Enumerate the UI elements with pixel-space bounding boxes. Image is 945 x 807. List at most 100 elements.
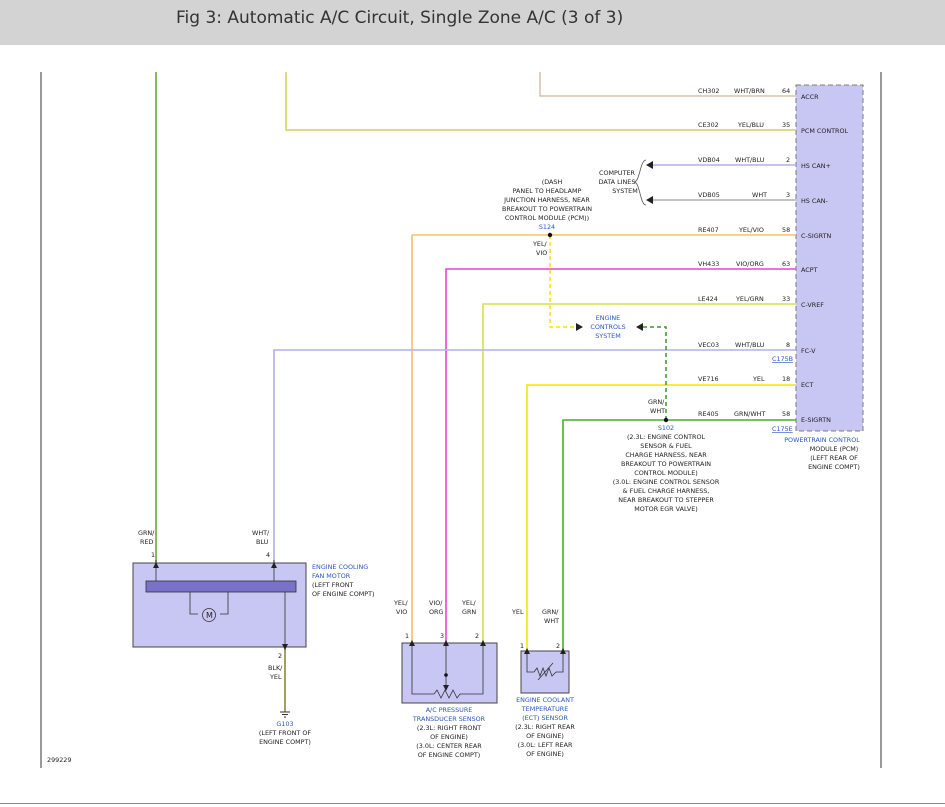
signal-fc-v: FC-V	[801, 347, 816, 355]
s124-wire-l1: YEL/	[532, 240, 548, 248]
footer-divider	[0, 803, 945, 804]
fan-wire1-l2: RED	[140, 538, 153, 546]
pin-58-e: 58	[782, 410, 790, 418]
engine-controls-l3: SYSTEM	[595, 332, 620, 340]
fan-motor-box	[132, 562, 307, 648]
ect-internal-r	[556, 651, 564, 673]
fan-label-2: (LEFT FRONT	[312, 581, 354, 589]
ect-label: ENGINE COOLANT TEMPERATURE (ECT) SENSOR …	[515, 696, 575, 758]
ect-wire2-l1: GRN/	[542, 608, 559, 616]
s124-wire-l2: VIO	[536, 249, 547, 257]
engine-controls-l1: ENGINE	[596, 314, 620, 322]
fan-motor-wire	[189, 592, 198, 615]
signal-c-sigrtn: C-SIGRTN	[801, 232, 832, 240]
figure-header: Fig 3: Automatic A/C Circuit, Single Zon…	[0, 0, 945, 45]
wire-re407	[411, 234, 796, 645]
ect-desc-1: OF ENGINE)	[526, 732, 564, 740]
acpt-sensor-box	[401, 642, 498, 704]
fan-pin2: 2	[278, 652, 282, 660]
acpt-pin1-arrow	[409, 640, 415, 646]
fan-motor-m: M	[206, 611, 213, 620]
signal-hs-can-minus: HS CAN-	[801, 197, 828, 205]
arrow-engine-controls-left	[576, 323, 583, 331]
signal-c-vref: C-VREF	[801, 301, 824, 309]
circuit-ve716: VE716	[698, 375, 719, 383]
s102-desc-5: (3.0L: ENGINE CONTROL SENSOR	[613, 478, 720, 486]
acpt-wiper-arrow	[443, 685, 449, 691]
color-re405: GRN/WHT	[734, 410, 765, 418]
g103-label: G103 (LEFT FRONT OF ENGINE COMPT)	[259, 720, 311, 746]
circuit-vh433: VH433	[698, 260, 719, 268]
acpt-pin1: 1	[405, 632, 409, 640]
circuit-vdb05: VDB05	[698, 191, 720, 199]
fan-wire1-l1: GRN/	[138, 529, 155, 537]
ect-pin2: 2	[556, 642, 560, 650]
acpt-internal-l	[411, 643, 434, 695]
acpt-label: A/C PRESSURE TRANSDUCER SENSOR (2.3L: RI…	[412, 706, 486, 759]
fan-gnd-l1: BLK/	[268, 664, 283, 672]
fan-label-1: FAN MOTOR	[312, 572, 351, 580]
wire-ve716	[526, 384, 796, 653]
arrow-engine-controls-right	[636, 323, 643, 331]
fan-label-3: OF ENGINE COMPT)	[312, 590, 375, 598]
pcm-label-l3: (LEFT REAR OF	[810, 454, 858, 462]
splice-s102	[663, 417, 669, 423]
ect-desc-3: OF ENGINE)	[526, 750, 564, 758]
wire-vh433	[445, 268, 796, 645]
pin-58-c: 58	[782, 226, 790, 234]
s124-desc-1: PANEL TO HEADLAMP	[513, 187, 582, 195]
ect-wire1: YEL	[511, 608, 524, 616]
acpt-wire2-l1: YEL/	[461, 599, 477, 607]
ect-internal-l	[526, 651, 534, 673]
fan-gnd-l2: YEL	[269, 673, 282, 681]
fan-pin4: 4	[266, 551, 270, 559]
signal-ect: ECT	[801, 381, 814, 389]
s102-desc-1: SENSOR & FUEL	[640, 442, 692, 450]
circuit-re405: RE405	[698, 410, 719, 418]
acpt-pin2: 2	[475, 632, 479, 640]
s102-desc-8: MOTOR EGR VALVE)	[634, 505, 698, 513]
ect-desc-2: (3.0L: LEFT REAR	[518, 741, 573, 749]
fan-motor-symbol	[202, 608, 216, 622]
pin-18: 18	[782, 375, 790, 383]
color-vh433: VIO/ORG	[736, 260, 764, 268]
g103-id: G103	[276, 720, 293, 728]
acpt-desc-2: (3.0L: CENTER REAR	[416, 742, 482, 750]
color-ve716: YEL	[752, 375, 765, 383]
color-vec03: WHT/BLU	[735, 341, 765, 349]
circuit-le424: LE424	[698, 295, 718, 303]
pin-2-can: 2	[786, 156, 790, 164]
signal-hs-can-plus: HS CAN+	[801, 162, 831, 170]
acpt-label-0: A/C PRESSURE	[426, 706, 473, 714]
fan-wire2-l1: WHT/	[252, 529, 270, 537]
circuit-vdb04: VDB04	[698, 156, 720, 164]
acpt-pin3: 3	[440, 632, 444, 640]
s102-id: S102	[658, 424, 674, 432]
pcm-label-l1: POWERTRAIN CONTROL	[784, 436, 860, 444]
fan-pin1: 1	[151, 551, 155, 559]
acpt-wire3-l1: VIO/	[429, 599, 443, 607]
figure-number: 299229	[47, 756, 71, 764]
arrow-can-minus	[646, 196, 653, 204]
wire-ch302	[539, 72, 796, 97]
can-bracket	[633, 159, 647, 206]
acpt-internal-r	[460, 643, 484, 695]
s102-desc-4: CONTROL MODULE)	[634, 469, 697, 477]
engine-controls-l2: CONTROLS	[590, 323, 625, 331]
figure-title: Fig 3: Automatic A/C Circuit, Single Zon…	[176, 8, 624, 28]
ect-label-2: (ECT) SENSOR	[522, 714, 568, 722]
s102-desc-3: BREAKOUT TO POWERTRAIN	[621, 460, 711, 468]
s102-desc-0: (2.3L: ENGINE CONTROL	[627, 433, 706, 441]
pin-3-can: 3	[786, 191, 790, 199]
wire-re405	[562, 419, 796, 653]
circuit-ce302: CE302	[698, 121, 719, 129]
wire-ce302	[285, 72, 796, 131]
connector-c175e: C175E	[772, 425, 793, 433]
s102-desc-6: & FUEL CHARGE HARNESS,	[623, 487, 710, 495]
s124-desc-2: JUNCTION HARNESS, NEAR	[503, 196, 590, 204]
fan-motor-bar	[145, 580, 297, 593]
ect-label-0: ENGINE COOLANT	[516, 696, 574, 704]
signal-acpt: ACPT	[801, 266, 818, 274]
s124-desc-3: BREAKOUT TO POWERTRAIN	[502, 205, 592, 213]
